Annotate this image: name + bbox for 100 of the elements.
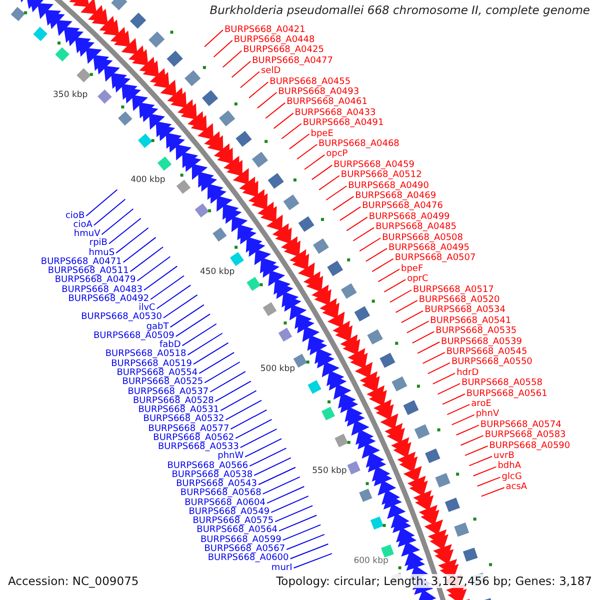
gene-label: BURPS668_A0539 [441,338,522,346]
gene-label: BURPS668_A0568 [180,489,262,498]
leader-line [240,428,278,448]
leader-line [296,144,318,160]
gene-label: BURPS668_A0509 [93,332,174,341]
gene-label: murI [271,564,292,572]
leader-line [231,60,252,78]
gene-label: hmuV [74,230,100,240]
gene-label: BURPS668_A0567 [204,544,286,554]
leader-line [262,476,300,494]
leader-line [93,198,126,226]
leader-line [332,196,354,211]
gene-label: BURPS668_A0455 [270,78,351,86]
leader-line [86,189,118,216]
leader-line [446,404,470,416]
leader-line [266,486,305,504]
gene-label: BURPS668_A0508 [382,234,464,242]
gene-label: BURPS668_A0574 [480,420,562,430]
gene-label: BURPS668_A0575 [192,517,274,526]
leader-line [422,352,446,364]
gene-label: BURPS668_A0545 [446,348,528,357]
gene-label: BURPS668_A0477 [252,56,334,66]
gene-label: BURPS668_A0425 [243,46,324,56]
gene-label: BURPS668_A0520 [418,296,500,305]
leader-line [282,524,322,541]
gene-label: BURPS668_A0461 [286,98,368,108]
gene-label: BURPS668_A0599 [200,536,282,545]
leader-line [225,400,262,420]
gene-label: BURPS668_A0564 [196,526,278,536]
leader-line [122,236,156,263]
gene-label: BURPS668_A0558 [462,379,542,388]
leader-line [244,438,282,458]
leader-line [213,40,233,58]
gene-label: BURPS668_A0512 [340,171,422,180]
gene-label: BURPS668_A0490 [348,182,430,190]
gene-label: BURPS668_A0541 [430,316,512,326]
gene-label: phnV [476,410,500,420]
accession-note: Accession: NC_009075 [8,574,139,588]
gene-label: aroE [471,400,492,409]
leader-line [204,362,240,384]
leader-line [248,82,269,98]
gene-label: BURPS668_A0604 [184,498,266,508]
gene-label: BURPS668_A0471 [40,258,122,267]
leader-line [204,30,224,48]
leader-line [286,534,325,550]
leader-line [130,246,164,272]
gene-label: BURPS668_A0583 [484,431,566,440]
leader-line [281,123,302,140]
leader-line [378,268,400,282]
gene-label: hdrD [456,368,479,378]
leader-line [318,175,340,190]
scale-label: 400 kbp [130,175,166,186]
gene-label: BURPS668_A0468 [318,140,400,149]
leader-line [311,164,333,180]
leader-line [220,390,257,412]
leader-line [144,266,178,291]
leader-line [432,372,456,384]
gene-label: BURPS668_A0534 [424,306,506,316]
gene-label: bpeF [401,264,424,274]
leader-line [427,362,450,374]
gene-label: BURPS668_A0532 [143,415,224,424]
leader-line [339,206,362,221]
gene-label: BURPS668_A0590 [489,442,570,450]
gene-label: BURPS668_A0479 [54,276,136,286]
leader-line [101,208,134,236]
gene-label: BURPS668_A0459 [334,160,414,170]
gene-label: BURPS668_A0600 [208,554,289,564]
gene-label: BURPS668_A0528 [133,396,214,406]
scale-label: 500 kbp [260,364,296,374]
leader-line [480,487,505,497]
gene-label: BURPS668_A0562 [153,434,234,443]
gene-label: selD [260,67,281,76]
gene-label: BURPS668_A0518 [105,350,186,360]
scale-label: 350 kbp [53,90,88,100]
leader-line [170,304,204,328]
scale-label: 450 kbp [200,267,235,278]
leader-line [108,218,142,244]
leader-line [472,466,497,476]
gene-label: BURPS668_A0535 [436,327,517,336]
gene-label: BURPS668_A0507 [394,254,476,264]
gene-label: BURPS668_A0491 [302,119,384,128]
gene-label: hmuS [88,248,115,258]
leader-line [346,216,368,232]
gene-label: BURPS668_A0519 [111,360,192,369]
leader-line [460,435,484,446]
leader-line [240,71,260,88]
gene-label: fabD [159,341,181,350]
gene-label: cioB [65,212,85,220]
gene-label: opcP [326,150,348,160]
leader-line [464,446,488,456]
leader-line [390,290,412,303]
leader-line [254,457,292,476]
gene-label: BURPS668_A0511 [48,267,129,276]
gene-label: BURPS668_A0469 [355,192,436,201]
leader-line [290,543,329,560]
leader-line [187,332,223,356]
gene-label: BURPS668_A0537 [128,388,209,396]
leader-line [175,314,211,337]
leader-line [235,418,272,439]
gene-label: glcG [502,472,522,482]
